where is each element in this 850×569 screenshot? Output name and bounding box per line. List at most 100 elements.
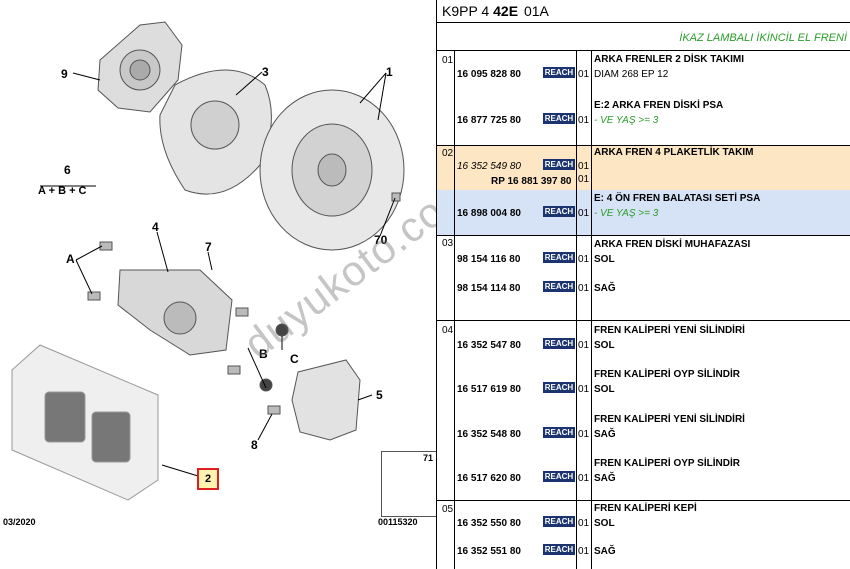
callout-3[interactable]: 3 [262,65,269,79]
part-number-link[interactable]: 16 517 620 80 [457,473,521,484]
group-number: 04 [442,325,454,336]
part-side: SOL [594,340,615,351]
reach-badge: REACH [543,67,575,78]
parts-list-panel: K9PP 4 42E 01A İKAZ LAMBALI İKİNCİL EL F… [436,0,850,569]
part-side: SOL [594,384,615,395]
column-divider [591,50,592,569]
group-separator [437,145,850,146]
catalog-code-suffix: 01A [523,3,549,19]
part-qty: 01 [578,546,590,557]
part-description: E:2 ARKA FREN DİSKİ PSA [594,100,724,111]
part-number-link[interactable]: 16 352 547 80 [457,340,521,351]
row-highlight-blue [437,190,850,235]
part-number-link[interactable]: 16 095 828 80 [457,69,521,80]
callout-7[interactable]: 7 [205,240,212,254]
pad-set-box-drawing [11,344,159,501]
reach-badge: REACH [543,159,575,170]
part-description: ARKA FREN 4 PLAKETLİK TAKIM [594,147,754,158]
reach-badge: REACH [543,471,575,482]
callout-1[interactable]: 1 [386,65,393,79]
part-number-link[interactable]: 16 352 548 80 [457,429,521,440]
part-qty: 01 [578,384,590,395]
part-description: FREN KALİPERİ YENİ SİLİNDİRİ [594,414,745,425]
part-side: SAĞ [594,473,616,484]
catalog-code-prefix: K9PP 4 [442,3,490,19]
part-qty: 01 [578,69,590,80]
caliper-bracket-drawing [291,359,361,441]
part-number-link[interactable]: 16 352 550 80 [457,518,521,529]
part-number-link[interactable]: 16 517 619 80 [457,384,521,395]
part-qty: 01 [578,429,590,440]
group-separator [437,50,850,51]
part-qty: 01 [578,473,590,484]
part-71-inset: 71 [381,451,437,517]
group-separator [437,235,850,236]
group-number: 01 [442,55,454,66]
part-side: SAĞ [594,429,616,440]
reach-badge: REACH [543,427,575,438]
group-separator [437,320,850,321]
callout-70[interactable]: 70 [374,233,388,247]
part-description: FREN KALİPERİ KEPİ [594,503,697,514]
group-separator [437,500,850,501]
dust-shield-drawing [159,69,272,195]
part-number-link[interactable]: 98 154 114 80 [457,283,521,294]
group-number: 03 [442,238,454,249]
column-divider [454,50,455,569]
part-condition: - VE YAŞ >= 3 [594,115,659,126]
leader-lines [40,71,396,477]
part-qty: 01 [578,518,590,529]
callout-9[interactable]: 9 [61,67,68,81]
part-qty: 01 [578,161,590,172]
part-number-link[interactable]: 16 352 549 80 [457,161,521,172]
part-qty: 01 [578,208,590,219]
part-number-link[interactable]: 16 352 551 80 [457,546,521,557]
diagram-ref-code: 00115320 [378,517,418,527]
reach-badge: REACH [543,113,575,124]
catalog-code-bold: 42E [493,3,519,19]
callout-5[interactable]: 5 [376,388,383,402]
column-divider [576,50,577,569]
part-side: SOL [594,254,615,265]
diagram-date: 03/2020 [3,517,36,527]
part-qty: 01 [578,283,590,294]
part-description: FREN KALİPERİ OYP SİLİNDİR [594,458,740,469]
caliper-drawing [117,269,233,356]
callout-4[interactable]: 4 [152,220,159,234]
reach-badge: REACH [543,516,575,527]
callout-c[interactable]: C [290,352,299,366]
callout-abc: A + B + C [38,185,87,197]
part-description: FREN KALİPERİ OYP SİLİNDİR [594,369,740,380]
part-number-link[interactable]: 98 154 116 80 [457,254,521,265]
part-qty: 01 [578,115,590,126]
part-description: FREN KALİPERİ YENİ SİLİNDİRİ [594,325,745,336]
part-description: ARKA FRENLER 2 DİSK TAKIMI [594,54,744,65]
row-highlight-orange [437,145,850,190]
reach-badge: REACH [543,252,575,263]
callout-a[interactable]: A [66,252,75,266]
part-number-link[interactable]: 16 877 725 80 [457,115,521,126]
reach-badge: REACH [543,382,575,393]
part-qty: 01 [578,340,590,351]
warning-text: İKAZ LAMBALI İKİNCİL EL FRENİ [679,32,847,44]
part-description: ARKA FREN DİSKİ MUHAFAZASI [594,239,751,250]
callout-b[interactable]: B [259,347,268,361]
reach-badge: REACH [543,206,575,217]
callout-8[interactable]: 8 [251,438,258,452]
reach-badge: REACH [543,281,575,292]
exploded-parts-diagram: 9 3 1 6 A + B + C 70 4 7 A B C 5 8 2 71 … [3,21,482,527]
brake-disc-drawing [259,89,405,251]
part-number-link[interactable]: RP 16 881 397 80 [491,176,572,187]
part-condition: - VE YAŞ >= 3 [594,208,659,219]
callout-2-highlight[interactable]: 2 [197,468,219,490]
reach-badge: REACH [543,544,575,555]
brake-assembly-drawing [11,21,419,507]
callout-6[interactable]: 6 [64,163,71,177]
part-qty: 01 [578,254,590,265]
part-qty: 01 [578,174,590,185]
callout-71[interactable]: 71 [422,453,433,463]
part-description-detail: DIAM 268 EP 12 [594,69,669,80]
hub-knuckle-drawing [97,21,183,113]
part-number-link[interactable]: 16 898 004 80 [457,208,521,219]
group-number: 02 [442,148,454,159]
